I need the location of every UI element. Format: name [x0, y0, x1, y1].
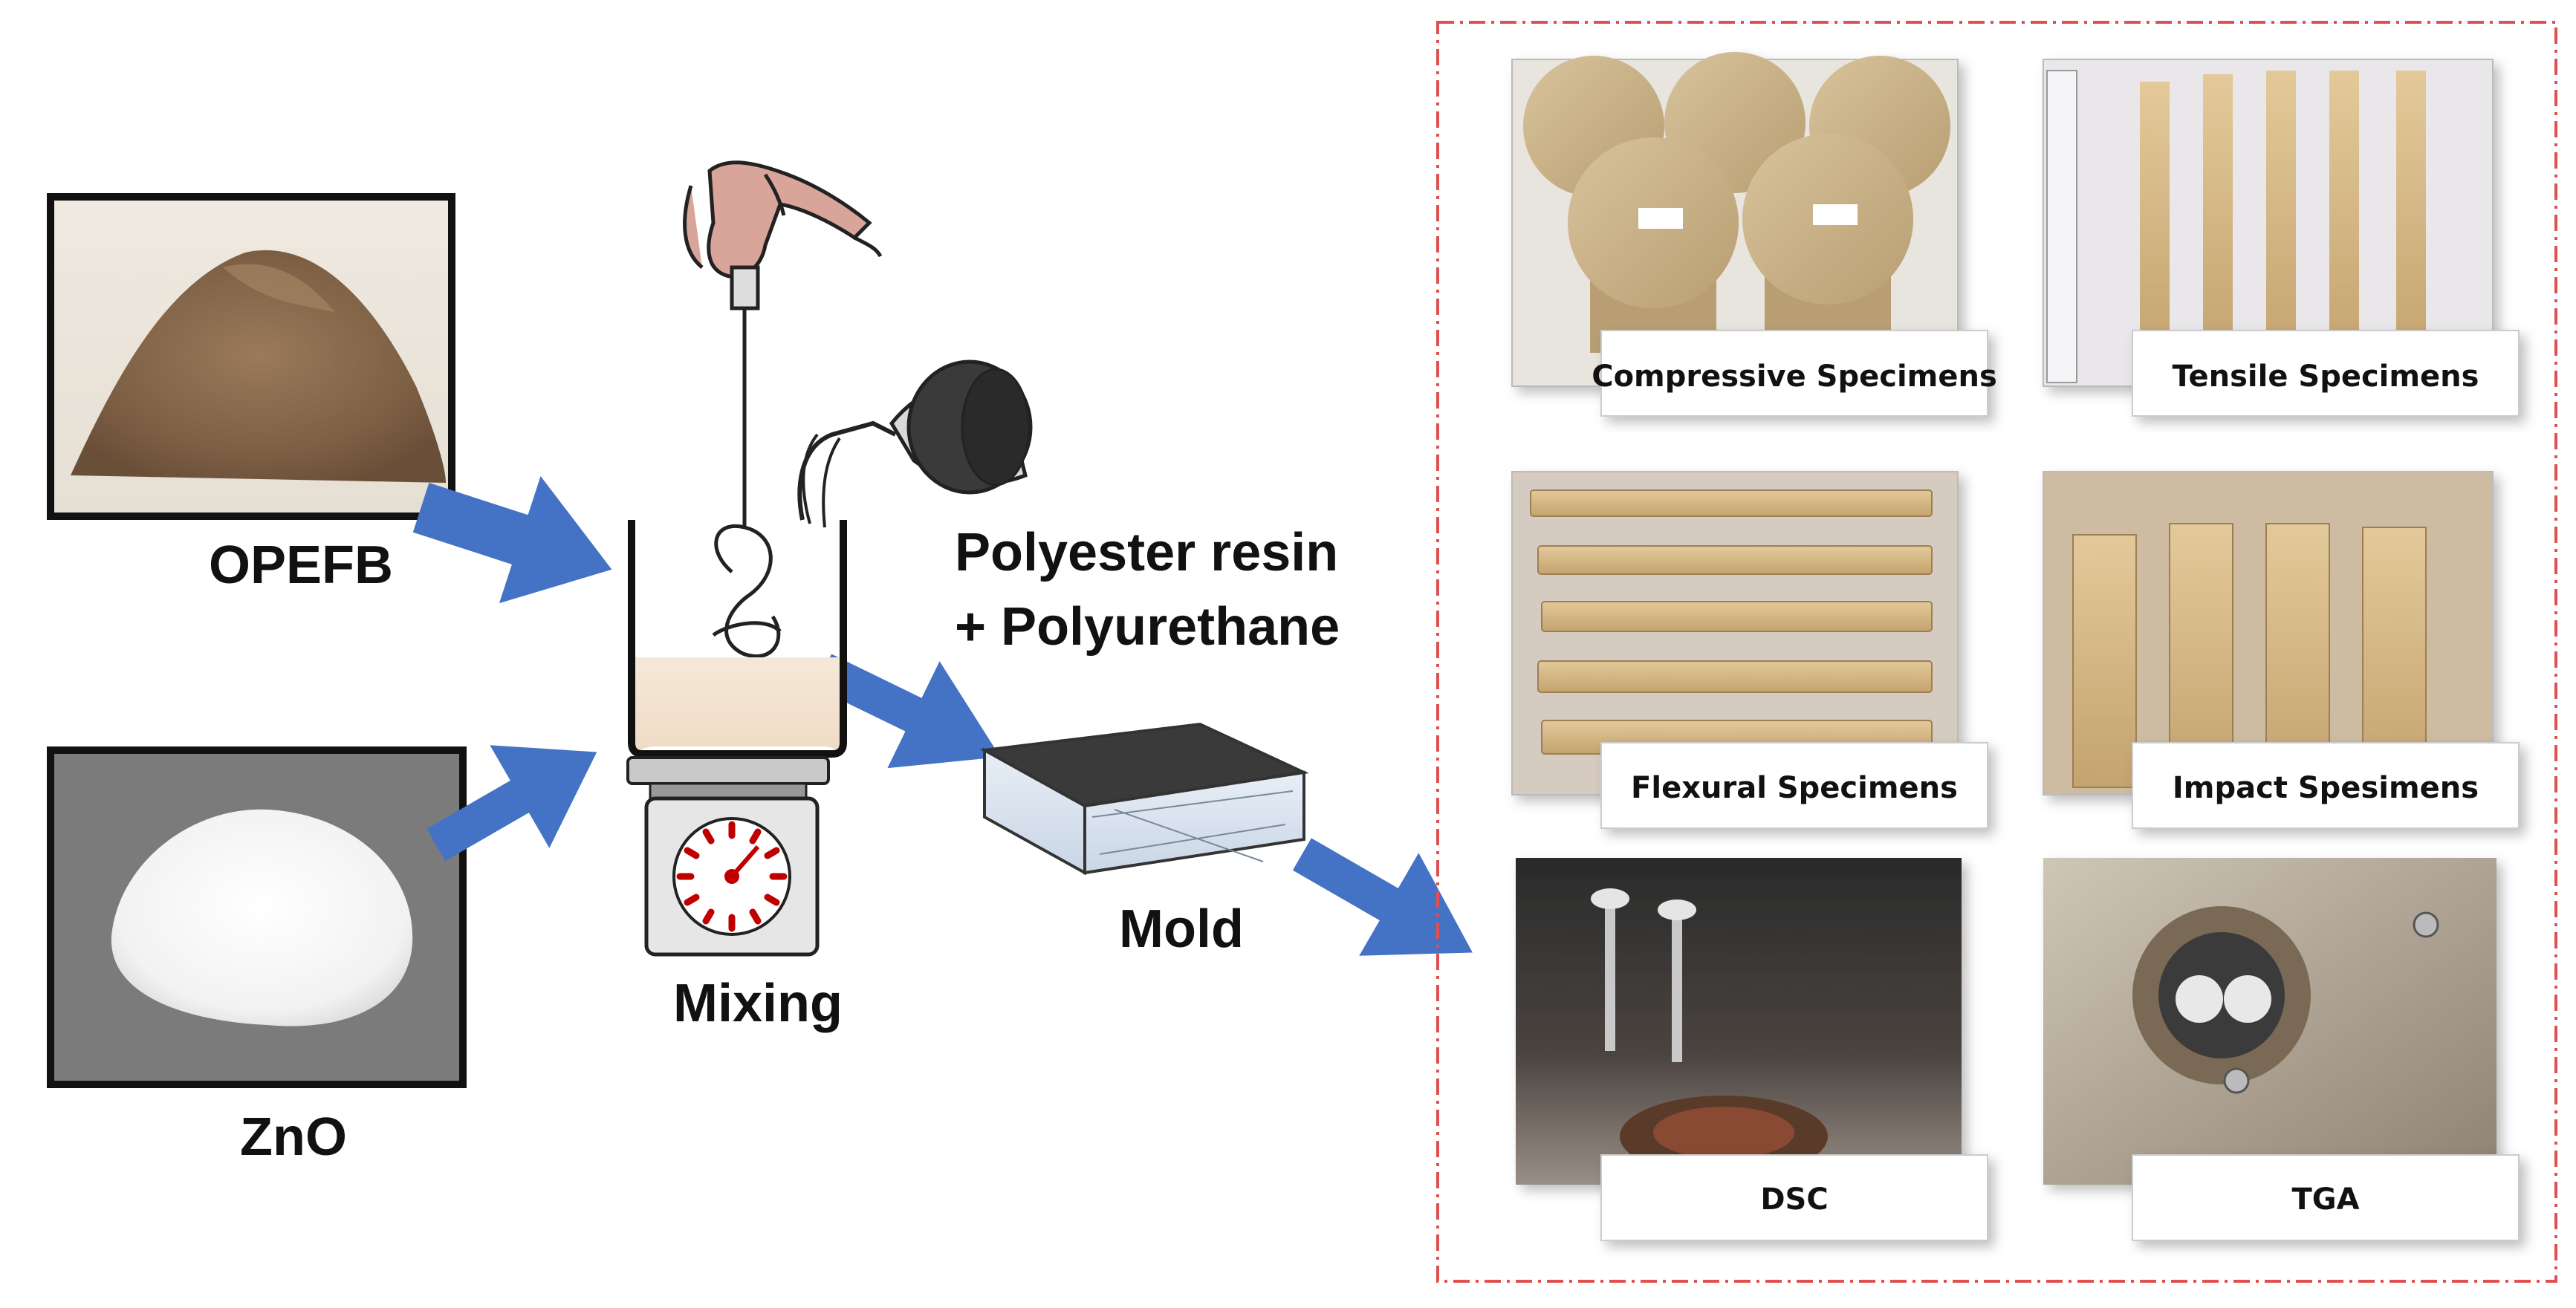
- arrow-opefb-to-mixing: [412, 475, 612, 604]
- tga-caption-box: [2132, 1154, 2520, 1241]
- arrow-zno-to-mixing: [426, 745, 597, 862]
- zno-photo: [47, 746, 467, 1088]
- zno-label: ZnO: [240, 1107, 347, 1167]
- dsc-caption-box: [1600, 1154, 1988, 1241]
- flexural-specimens-photo: [1511, 471, 1959, 795]
- dsc-instrument-photo: [1516, 858, 1962, 1185]
- flexural-caption-box: [1600, 742, 1988, 829]
- resin-label-line1: Polyester resin: [955, 523, 1338, 582]
- tensile-caption-box: [2132, 330, 2520, 417]
- tga-instrument-photo: [2043, 858, 2496, 1185]
- compressive-caption: Compressive Specimens: [1592, 359, 1997, 394]
- mixing-label: Mixing: [673, 974, 843, 1033]
- compressive-caption-box: [1600, 330, 1988, 417]
- arrow-mixing-to-mold: [815, 654, 1001, 769]
- opefb-photo: [47, 193, 455, 520]
- arrow-mold-to-tests: [1292, 838, 1473, 956]
- weighing-scale-icon: [626, 756, 830, 957]
- mold-icon: [979, 722, 1309, 876]
- mixer-drill-icon: [683, 160, 883, 659]
- flexural-caption: Flexural Specimens: [1631, 771, 1958, 805]
- mold-label: Mold: [1119, 899, 1244, 959]
- resin-label-line2: + Polyurethane: [955, 597, 1340, 657]
- impact-caption-box: [2132, 742, 2520, 829]
- impact-caption: Impact Spesimens: [2173, 771, 2479, 805]
- resin-bottle-icon: [797, 359, 1033, 528]
- mixing-beaker: [628, 520, 847, 758]
- impact-specimens-photo: [2043, 471, 2494, 795]
- specimen-panel-border: [1436, 21, 2557, 1283]
- opefb-label: OPEFB: [209, 536, 393, 595]
- tensile-caption: Tensile Specimens: [2173, 359, 2479, 394]
- tga-caption: TGA: [2291, 1182, 2359, 1217]
- dsc-caption: DSC: [1760, 1182, 1828, 1217]
